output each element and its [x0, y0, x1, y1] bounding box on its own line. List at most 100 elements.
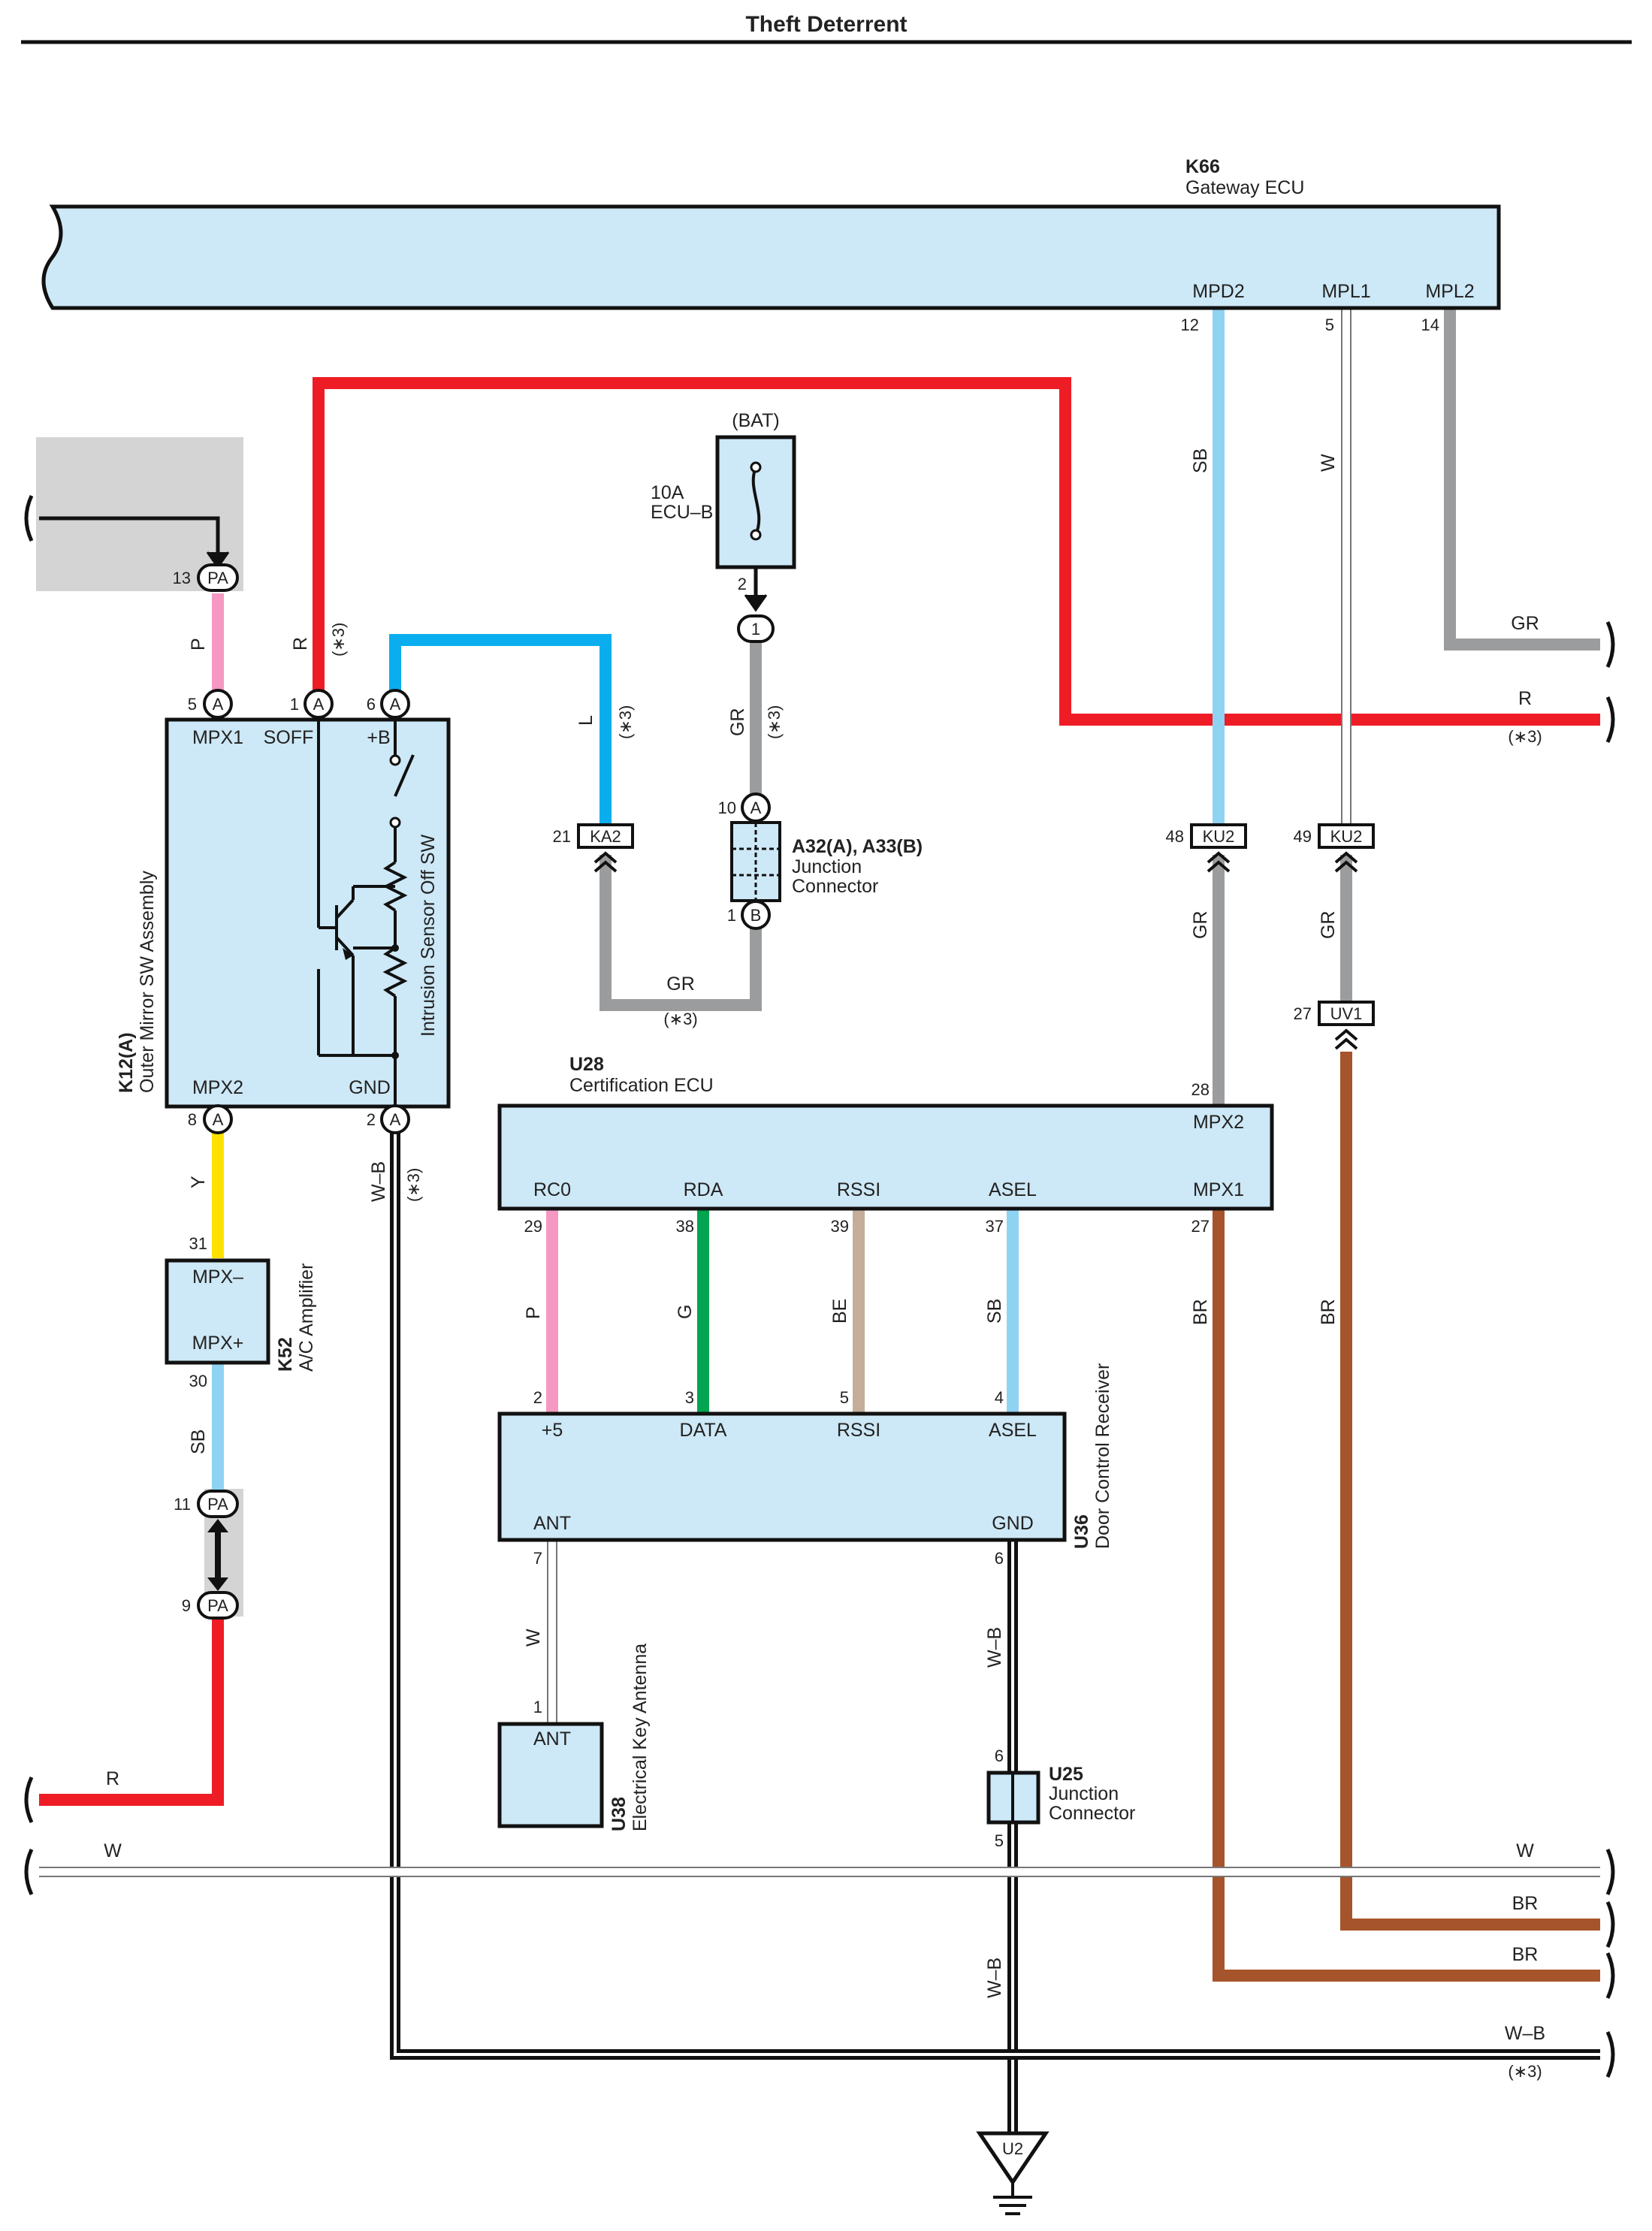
- u36-code: U36: [1071, 1514, 1092, 1549]
- wire-pa-input: [39, 516, 220, 560]
- pin-8-k12: 8: [188, 1110, 197, 1129]
- ka2-chevron: [593, 851, 618, 873]
- fuse-box: [715, 435, 796, 569]
- note-wb-k12: (∗3): [404, 1168, 423, 1202]
- gateway-pin-mpl2: MPL2: [1425, 281, 1474, 302]
- wire-label-be: BE: [829, 1299, 850, 1324]
- u36-name: Door Control Receiver: [1092, 1363, 1113, 1549]
- u36-pin-gnd: GND: [992, 1513, 1034, 1534]
- connector-ku2-48: [1190, 823, 1247, 849]
- wire-label-wb-right: W–B: [1505, 2023, 1545, 2044]
- gateway-pin-mpd2: MPD2: [1192, 281, 1244, 302]
- k12-transistor-arrow: [343, 948, 353, 960]
- wire-label-r-soff: R: [290, 637, 311, 651]
- pin-7-u36: 7: [533, 1549, 542, 1568]
- wire-gr-ka2: [599, 855, 762, 1011]
- pa-arrow-down: [207, 1577, 228, 1591]
- pin-12: 12: [1181, 315, 1199, 334]
- connector-1: [737, 614, 775, 643]
- wire-label-y: Y: [188, 1176, 209, 1188]
- u38-code: U38: [609, 1797, 630, 1831]
- ku2-49-chevron: [1334, 851, 1358, 873]
- pin-2-k12: 2: [367, 1110, 376, 1129]
- wire-r-soff: [313, 377, 1600, 726]
- wire-wb-k12-inner: [394, 1131, 1600, 2056]
- wire-label-gr-48: GR: [1190, 911, 1211, 940]
- wire-label-w-mpl1: W: [1318, 454, 1339, 472]
- connector-pa-9-label: PA: [207, 1596, 228, 1615]
- u36-pin-rssi: RSSI: [837, 1420, 880, 1441]
- pin-6-k12: 6: [367, 695, 376, 714]
- k12-switch-contact-bottom: [389, 817, 401, 829]
- pin-9: 9: [182, 1596, 191, 1615]
- k12-node-2: [391, 1052, 399, 1059]
- u28-pin-rc0: RC0: [533, 1179, 571, 1200]
- fuse-source: (BAT): [732, 410, 779, 431]
- k12-switch-contact-top: [389, 754, 401, 766]
- pin-11: 11: [174, 1495, 191, 1514]
- pin-13: 13: [173, 569, 191, 587]
- pa-arrow-up: [207, 1519, 228, 1532]
- wire-label-br-right-2: BR: [1512, 1944, 1539, 1965]
- wire-label-p-rc0: P: [523, 1306, 544, 1319]
- fuse-pin-2: 2: [738, 575, 747, 593]
- note-l: (∗3): [616, 705, 635, 739]
- wire-label-l: L: [575, 715, 596, 726]
- pin-1-k12: 1: [290, 695, 299, 714]
- wire-l: [389, 634, 612, 828]
- fuse-element: [751, 466, 761, 536]
- k12-box: [165, 717, 451, 1109]
- pin-3-u36: 3: [685, 1388, 694, 1407]
- wire-label-w-left: W: [104, 1840, 122, 1861]
- wire-label-wb-k12: W–B: [368, 1161, 389, 1202]
- wire-label-w-right: W: [1516, 1840, 1534, 1861]
- pin-38: 38: [676, 1217, 694, 1236]
- u36-pin-asel: ASEL: [989, 1420, 1037, 1441]
- k12-pin-b: +B: [367, 727, 390, 748]
- arrow-fuse: [744, 594, 768, 612]
- u28-pin-mpx1: MPX1: [1193, 1179, 1244, 1200]
- note-gr-ka2: (∗3): [663, 1010, 697, 1028]
- u28-pin-rssi: RSSI: [837, 1179, 880, 1200]
- u28-pin-mpx2: MPX2: [1193, 1112, 1244, 1133]
- wire-label-gr-ka2: GR: [666, 974, 695, 995]
- a32-conn-a-label: A: [750, 799, 762, 817]
- k12-conn-a-8: A: [213, 1110, 224, 1129]
- uv1-chevron: [1334, 1028, 1358, 1050]
- u36-pin-data: DATA: [680, 1420, 727, 1441]
- wire-label-p-top: P: [188, 638, 209, 651]
- u38-pin-ant: ANT: [533, 1728, 571, 1749]
- gateway-ecu-box: [41, 204, 1501, 310]
- connector-ka2-label: KA2: [590, 827, 621, 846]
- ground-triangle: [976, 2131, 1049, 2186]
- u38-name: Electrical Key Antenna: [630, 1644, 651, 1831]
- wire-label-w-ant: W: [523, 1629, 544, 1647]
- wire-wb-k12: [390, 1131, 1600, 2060]
- note-gr-fuse: (∗3): [765, 705, 784, 739]
- wire-label-gr-49: GR: [1318, 911, 1339, 940]
- note-r-soff: (∗3): [329, 623, 348, 657]
- connector-1-label: 1: [751, 620, 760, 639]
- u28-pin-asel: ASEL: [989, 1179, 1037, 1200]
- fuse-name: ECU–B: [651, 502, 713, 523]
- k52-code: K52: [275, 1337, 296, 1372]
- k12-internal-circuit: [317, 720, 415, 1106]
- pin-29: 29: [524, 1217, 542, 1236]
- wire-label-g: G: [675, 1305, 696, 1319]
- pin-48: 48: [1166, 827, 1184, 846]
- pin-5-k12: 5: [188, 695, 197, 714]
- pin-49: 49: [1294, 827, 1312, 846]
- connector-pa-9: [197, 1591, 239, 1620]
- k52-name: A/C Amplifier: [296, 1263, 317, 1372]
- ground-icon: [993, 2182, 1032, 2215]
- wire-label-br-mpx1: BR: [1190, 1299, 1211, 1325]
- wire-label-gr-fuse: GR: [727, 708, 748, 737]
- gateway-ecu-name: Gateway ECU: [1185, 177, 1304, 198]
- connector-pa-13: [197, 563, 239, 592]
- k12-conn-a-6: A: [390, 695, 401, 714]
- wire-br-mpx1: [1213, 1209, 1600, 1982]
- k12-inner-label: Intrusion Sensor Off SW: [418, 835, 439, 1037]
- pin-10-a32: 10: [718, 799, 736, 817]
- pin-4-u36: 4: [995, 1388, 1004, 1407]
